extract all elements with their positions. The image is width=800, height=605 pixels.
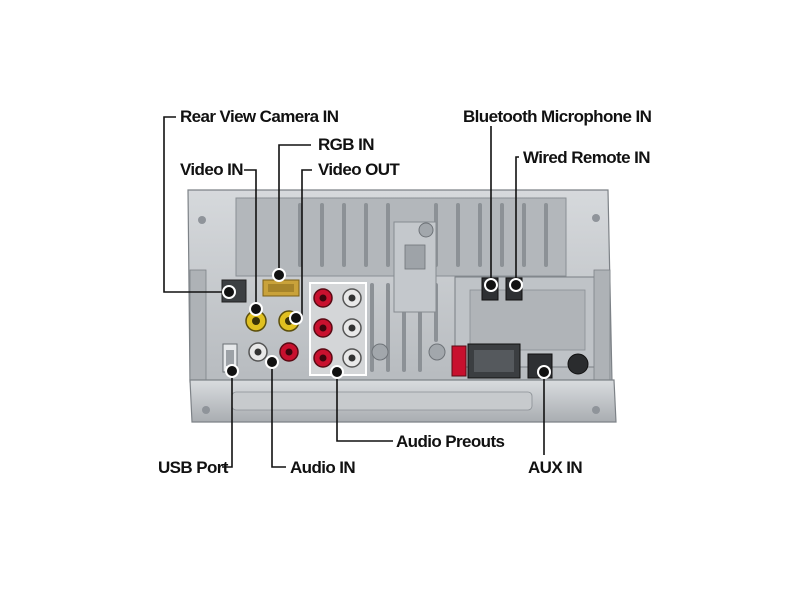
leader-usb-port (222, 372, 233, 468)
callout-dot-aux-in (537, 365, 551, 379)
label-audio-in: Audio IN (290, 458, 356, 477)
rgb-connector (262, 279, 300, 297)
label-video-out: Video OUT (318, 160, 400, 179)
callout-dot-usb-port (225, 364, 239, 378)
callout-dot-video-in (249, 302, 263, 316)
callout-dot-video-out (289, 311, 303, 325)
leader-rear-view-camera (163, 116, 229, 293)
label-rgb-in: RGB IN (318, 135, 375, 154)
callout-dots (222, 268, 551, 379)
label-video-in: Video IN (180, 160, 244, 179)
audio-in-jacks (248, 342, 299, 362)
leader-audio-in (271, 362, 286, 468)
callout-dot-rgb-in (272, 268, 286, 282)
leader-rgb-in (278, 144, 311, 275)
harness-connector (451, 343, 521, 379)
label-aux-in: AUX IN (528, 458, 583, 477)
audio-preouts-panel (309, 282, 367, 376)
callout-dot-audio-in (265, 355, 279, 369)
chassis-bottom-plate (189, 379, 617, 423)
chassis (187, 189, 613, 383)
leader-audio-preouts (336, 372, 393, 442)
label-usb-port: USB Port (158, 458, 228, 477)
label-rear-view-camera-in: Rear View Camera IN (180, 107, 339, 126)
leader-video-in (244, 169, 257, 309)
callout-dot-audio-preouts (330, 365, 344, 379)
leader-wired-remote (515, 156, 519, 284)
callout-dot-wired-remote (509, 278, 523, 292)
callout-dot-rear-view-camera (222, 285, 236, 299)
label-wired-remote-in: Wired Remote IN (523, 148, 650, 167)
label-audio-preouts: Audio Preouts (396, 432, 505, 451)
callout-dot-bluetooth-mic (484, 278, 498, 292)
label-bluetooth-microphone-in: Bluetooth Microphone IN (463, 107, 652, 126)
